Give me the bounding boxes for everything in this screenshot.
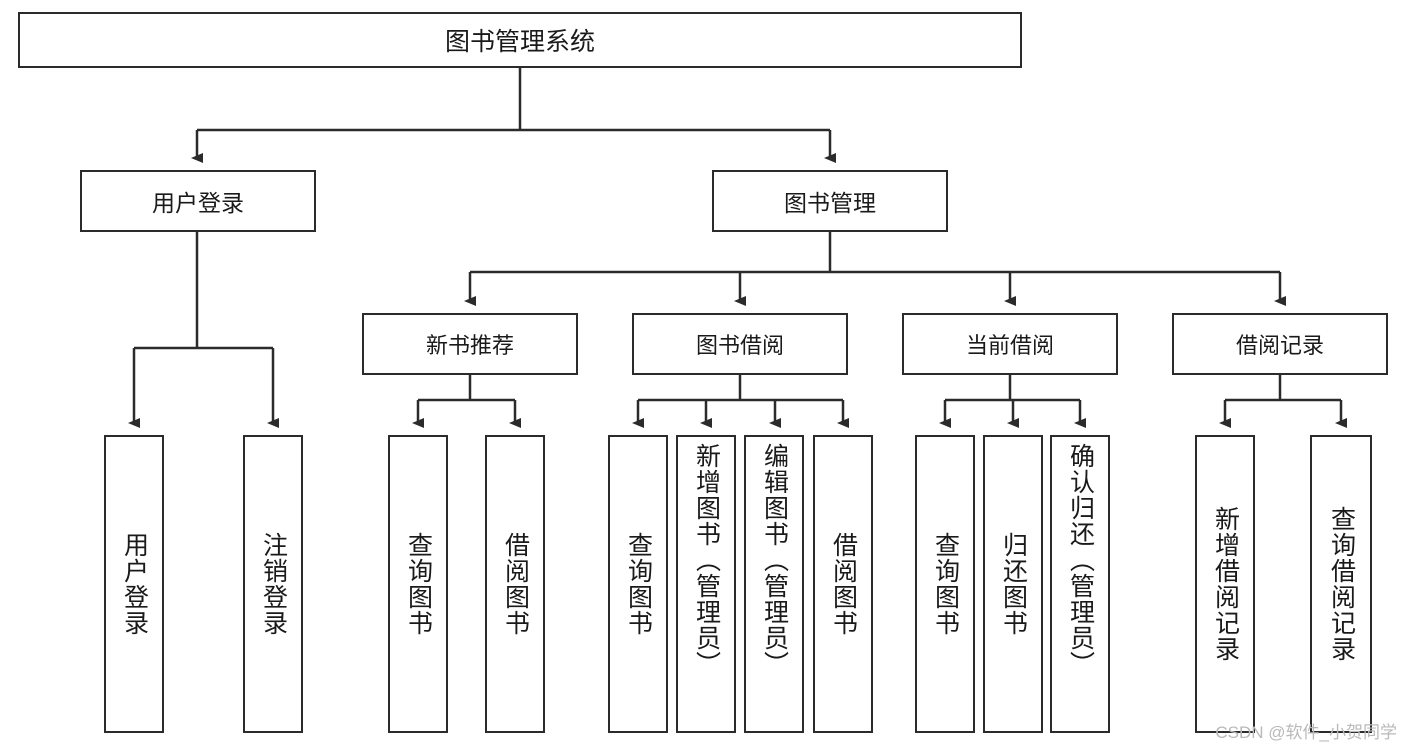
node-label: 借阅图书 xyxy=(501,532,530,636)
node-book-management[interactable]: 图书管理 xyxy=(712,170,948,232)
leaf-add-borrow-record[interactable]: 新增借阅记录 xyxy=(1195,435,1255,733)
leaf-return-book[interactable]: 归还图书 xyxy=(983,435,1043,733)
node-label: 注销登录 xyxy=(259,532,288,636)
node-book-borrow[interactable]: 图书借阅 xyxy=(632,313,848,375)
node-label: 查询图书 xyxy=(624,532,653,636)
leaf-user-login[interactable]: 用户登录 xyxy=(104,435,164,733)
leaf-query-book-current[interactable]: 查询图书 xyxy=(915,435,975,733)
leaf-query-book-borrow[interactable]: 查询图书 xyxy=(608,435,668,733)
leaf-query-borrow-record[interactable]: 查询借阅记录 xyxy=(1310,435,1372,733)
leaf-borrow-book-recommend[interactable]: 借阅图书 xyxy=(485,435,545,733)
node-label: 借阅图书 xyxy=(829,532,858,636)
watermark-text: CSDN @软件_小贺同学 xyxy=(1215,723,1397,742)
node-label: 查询借阅记录 xyxy=(1327,506,1356,662)
node-label: 用户登录 xyxy=(152,190,244,216)
node-label: 归还图书 xyxy=(999,532,1028,636)
node-label: 新增图书（管理员） xyxy=(692,443,721,677)
leaf-borrow-book[interactable]: 借阅图书 xyxy=(813,435,873,733)
node-label: 编辑图书（管理员） xyxy=(760,443,789,677)
node-current-borrow[interactable]: 当前借阅 xyxy=(902,313,1118,375)
node-label: 借阅记录 xyxy=(1235,333,1324,358)
node-label: 图书管理 xyxy=(784,190,876,216)
leaf-edit-book-admin[interactable]: 编辑图书（管理员） xyxy=(744,435,804,733)
leaf-confirm-return-admin[interactable]: 确认归还（管理员） xyxy=(1050,435,1110,733)
node-label: 查询图书 xyxy=(931,532,960,636)
leaf-add-book-admin[interactable]: 新增图书（管理员） xyxy=(676,435,736,733)
node-label: 新书推荐 xyxy=(425,333,514,358)
node-label: 图书借阅 xyxy=(695,333,784,358)
node-borrow-records[interactable]: 借阅记录 xyxy=(1172,313,1388,375)
node-label: 当前借阅 xyxy=(965,333,1054,358)
leaf-logout[interactable]: 注销登录 xyxy=(243,435,303,733)
node-label: 确认归还（管理员） xyxy=(1066,443,1095,677)
node-label: 新增借阅记录 xyxy=(1211,506,1240,662)
node-label: 查询图书 xyxy=(404,532,433,636)
node-root-system[interactable]: 图书管理系统 xyxy=(18,12,1022,68)
node-label: 图书管理系统 xyxy=(444,28,595,56)
node-user-login[interactable]: 用户登录 xyxy=(80,170,316,232)
leaf-query-book-recommend[interactable]: 查询图书 xyxy=(388,435,448,733)
node-label: 用户登录 xyxy=(120,532,149,636)
node-new-book-recommend[interactable]: 新书推荐 xyxy=(362,313,578,375)
